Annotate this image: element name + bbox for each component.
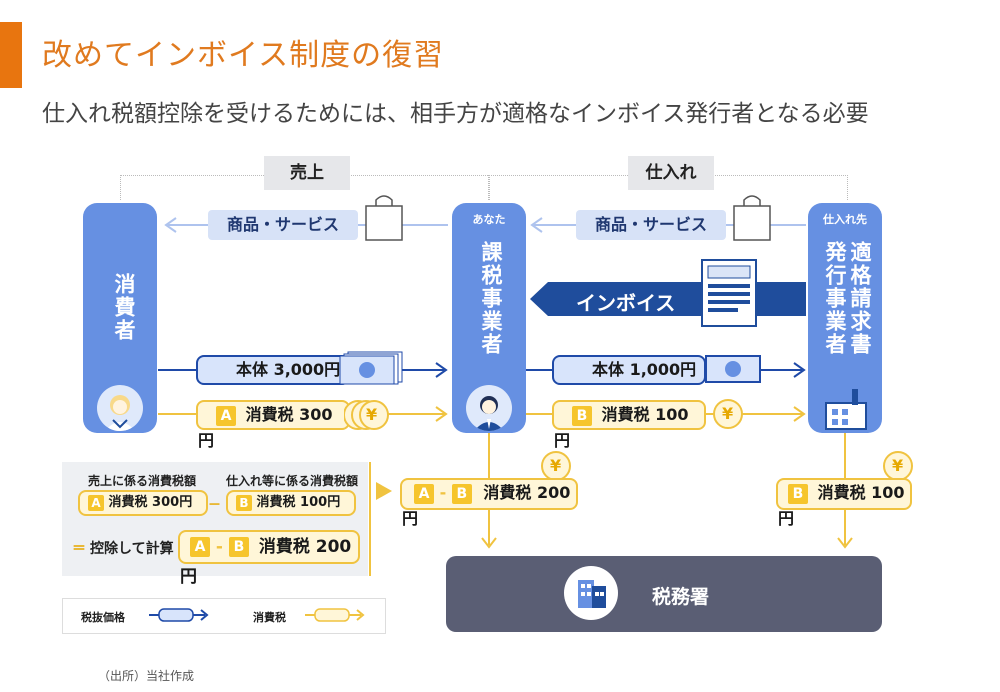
businessperson-avatar-icon xyxy=(466,385,512,431)
supplier-column: 仕入れ先 適格請求書 発行事業者 xyxy=(808,203,882,433)
payment-center-text: 消費税 200円 xyxy=(402,483,571,528)
payment-right: B 消費税 100円 xyxy=(776,478,912,528)
legend-tax-excl-label: 税抜価格 xyxy=(81,611,125,624)
supplier-small-label: 仕入れ先 xyxy=(823,213,867,226)
invoice-arrow: インボイス xyxy=(530,282,806,316)
tax-office-label: 税務署 xyxy=(652,586,710,608)
tax-office-building-icon xyxy=(564,566,618,620)
calculation-box: 売上に係る消費税額 仕入れ等に係る消費税額 A 消費税 300円 － B 消費税… xyxy=(62,462,368,587)
badge-b: B xyxy=(788,483,808,504)
sales-tag: 売上 xyxy=(264,156,350,190)
badge-a: A xyxy=(88,494,104,511)
badge-b: B xyxy=(236,494,252,511)
you-column: あなた 課税事業者 xyxy=(452,203,526,433)
yen-symbol: ¥ xyxy=(892,456,904,475)
qualified-issuer-label-1: 適格請求書 xyxy=(848,241,872,356)
page-title: 改めてインボイス制度の復習 xyxy=(42,38,445,73)
calc-result-pill: A - B 消費税 200円 xyxy=(178,530,360,587)
calc-a-value: 消費税 300円 xyxy=(108,495,193,510)
calc-result-value: 消費税 200円 xyxy=(180,537,352,587)
goods-service-right: 商品・サービス xyxy=(576,210,726,240)
title-accent-bar xyxy=(0,22,22,88)
calc-minus: － xyxy=(208,498,222,513)
payment-center: A - B 消費税 200円 xyxy=(400,478,578,528)
right-tax-text: 消費税 100円 xyxy=(554,405,689,450)
calc-b-value: 消費税 100円 xyxy=(256,495,341,510)
badge-b: B xyxy=(451,483,472,504)
tax-office-box: 税務署 xyxy=(446,556,882,632)
shopping-bag-icon-right xyxy=(730,192,774,242)
legend: 税抜価格 消費税 xyxy=(62,598,386,634)
right-tax: B 消費税 100円 xyxy=(552,400,706,450)
left-tax-text: 消費税 300円 xyxy=(198,405,333,450)
goods-service-left: 商品・サービス xyxy=(208,210,358,240)
shopping-bag-icon-left xyxy=(362,192,406,242)
legend-tax-label: 消費税 xyxy=(253,611,286,624)
left-body-text: 本体 3,000円 xyxy=(236,360,341,379)
invoice-arrow-head xyxy=(530,282,548,316)
left-tax: A 消費税 300円 xyxy=(196,400,350,450)
badge-a: A xyxy=(216,405,236,426)
qualified-issuer-label-2: 発行事業者 xyxy=(823,241,847,356)
sales-tax-label: 売上に係る消費税額 xyxy=(88,474,197,488)
payment-right-text: 消費税 100円 xyxy=(778,483,905,528)
yen-symbol: ¥ xyxy=(366,405,378,424)
badge-b: B xyxy=(228,537,249,557)
yen-symbol: ¥ xyxy=(550,456,562,475)
banknotes-icon-left xyxy=(338,350,404,386)
consumer-label: 消費者 xyxy=(112,273,136,342)
purchase-tax-label: 仕入れ等に係る消費税額 xyxy=(226,474,359,488)
source-note: （出所）当社作成 xyxy=(98,669,195,683)
page-subtitle: 仕入れ税額控除を受けるためには、相手方が適格なインボイス発行者となる必要 xyxy=(42,101,869,127)
consumer-avatar-icon xyxy=(97,385,143,431)
calc-equals: ＝ xyxy=(72,541,86,557)
coin-icon-right: ¥ xyxy=(712,398,744,430)
badge-a: A xyxy=(414,483,434,504)
legend-tax-excl-swatch xyxy=(149,607,209,623)
coin-icon-supplier: ¥ xyxy=(882,450,914,482)
right-body-text: 本体 1,000円 xyxy=(592,360,697,379)
badge-a: A xyxy=(190,537,210,557)
left-body-price: 本体 3,000円 xyxy=(196,355,350,385)
legend-tax-swatch xyxy=(305,607,365,623)
calc-b-pill: B 消費税 100円 xyxy=(226,490,356,516)
coins-icon-left: ¥ xyxy=(343,398,392,432)
taxable-business-label: 課税事業者 xyxy=(479,241,503,356)
yen-symbol: ¥ xyxy=(722,404,734,423)
consumer-column: 消費者 xyxy=(83,203,157,433)
invoice-label: インボイス xyxy=(576,291,676,315)
you-small-label: あなた xyxy=(472,213,506,226)
calc-a-pill: A 消費税 300円 xyxy=(78,490,208,516)
purchase-tag: 仕入れ xyxy=(628,156,714,190)
badge-b: B xyxy=(572,405,592,426)
right-body-price: 本体 1,000円 xyxy=(552,355,706,385)
factory-icon xyxy=(822,383,870,431)
minus-sign: - xyxy=(439,483,447,502)
deduct-label: 控除して計算 xyxy=(90,541,174,557)
minus-sign: - xyxy=(215,537,223,557)
banknote-icon-right xyxy=(704,354,762,384)
invoice-document-icon xyxy=(700,258,758,328)
